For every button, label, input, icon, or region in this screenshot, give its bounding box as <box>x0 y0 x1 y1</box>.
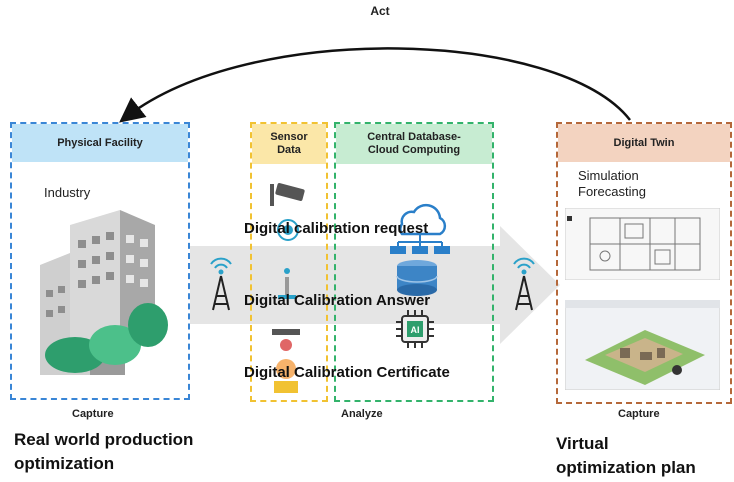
sensor-header-line2: Data <box>277 144 301 156</box>
floor-plan-image <box>565 208 720 280</box>
physical-caption-line2: optimization <box>14 454 115 473</box>
twin-caption-line1: Virtual <box>556 434 609 453</box>
physical-caption: Real world production optimization <box>14 428 193 476</box>
cloud-computing-header: Central Database- Cloud Computing <box>336 124 492 164</box>
alarm-icon <box>272 329 300 393</box>
capture-label-right: Capture <box>618 408 660 420</box>
flow-arrow <box>190 226 560 344</box>
sensor-header-line1: Sensor <box>270 131 308 143</box>
svg-text:AI: AI <box>411 325 420 335</box>
building-icon <box>40 210 168 375</box>
digital-twin-header: Digital Twin <box>558 124 730 162</box>
cloud-header-line1: Central Database- <box>367 131 461 143</box>
act-label: Act <box>370 4 390 18</box>
calibration-certificate-text: Digital Calibration Certificate <box>244 364 450 381</box>
capture-label-left: Capture <box>72 408 114 420</box>
cloud-network-icon <box>390 203 450 254</box>
sensor-data-box <box>250 122 328 402</box>
antenna-icon-right <box>513 257 535 311</box>
camera-icon <box>270 183 305 241</box>
cloud-computing-box <box>334 122 494 402</box>
twin-caption-line2: optimization plan <box>556 458 696 477</box>
calibration-request-text: Digital calibration request <box>244 220 429 237</box>
physical-caption-line1: Real world production <box>14 430 194 449</box>
sensor-data-header: Sensor Data <box>252 124 326 164</box>
digital-twin-box <box>556 122 732 404</box>
database-icon <box>396 260 438 296</box>
forecasting-label: Forecasting <box>578 184 646 199</box>
physical-facility-header: Physical Facility <box>12 124 188 162</box>
twin-caption: Virtual optimization plan <box>556 432 696 480</box>
analyze-label: Analyze <box>341 408 383 420</box>
industry-label: Industry <box>44 185 91 200</box>
antenna-icon-left <box>210 257 232 311</box>
cloud-header-line2: Cloud Computing <box>367 144 461 156</box>
sensor-icon <box>278 268 296 299</box>
ai-chip-icon: AI <box>396 310 434 348</box>
physical-facility-box <box>10 122 190 400</box>
simulation-label: Simulation <box>578 168 639 183</box>
calibration-answer-text: Digital Calibration Answer <box>244 292 431 309</box>
3d-model-image <box>565 300 720 390</box>
